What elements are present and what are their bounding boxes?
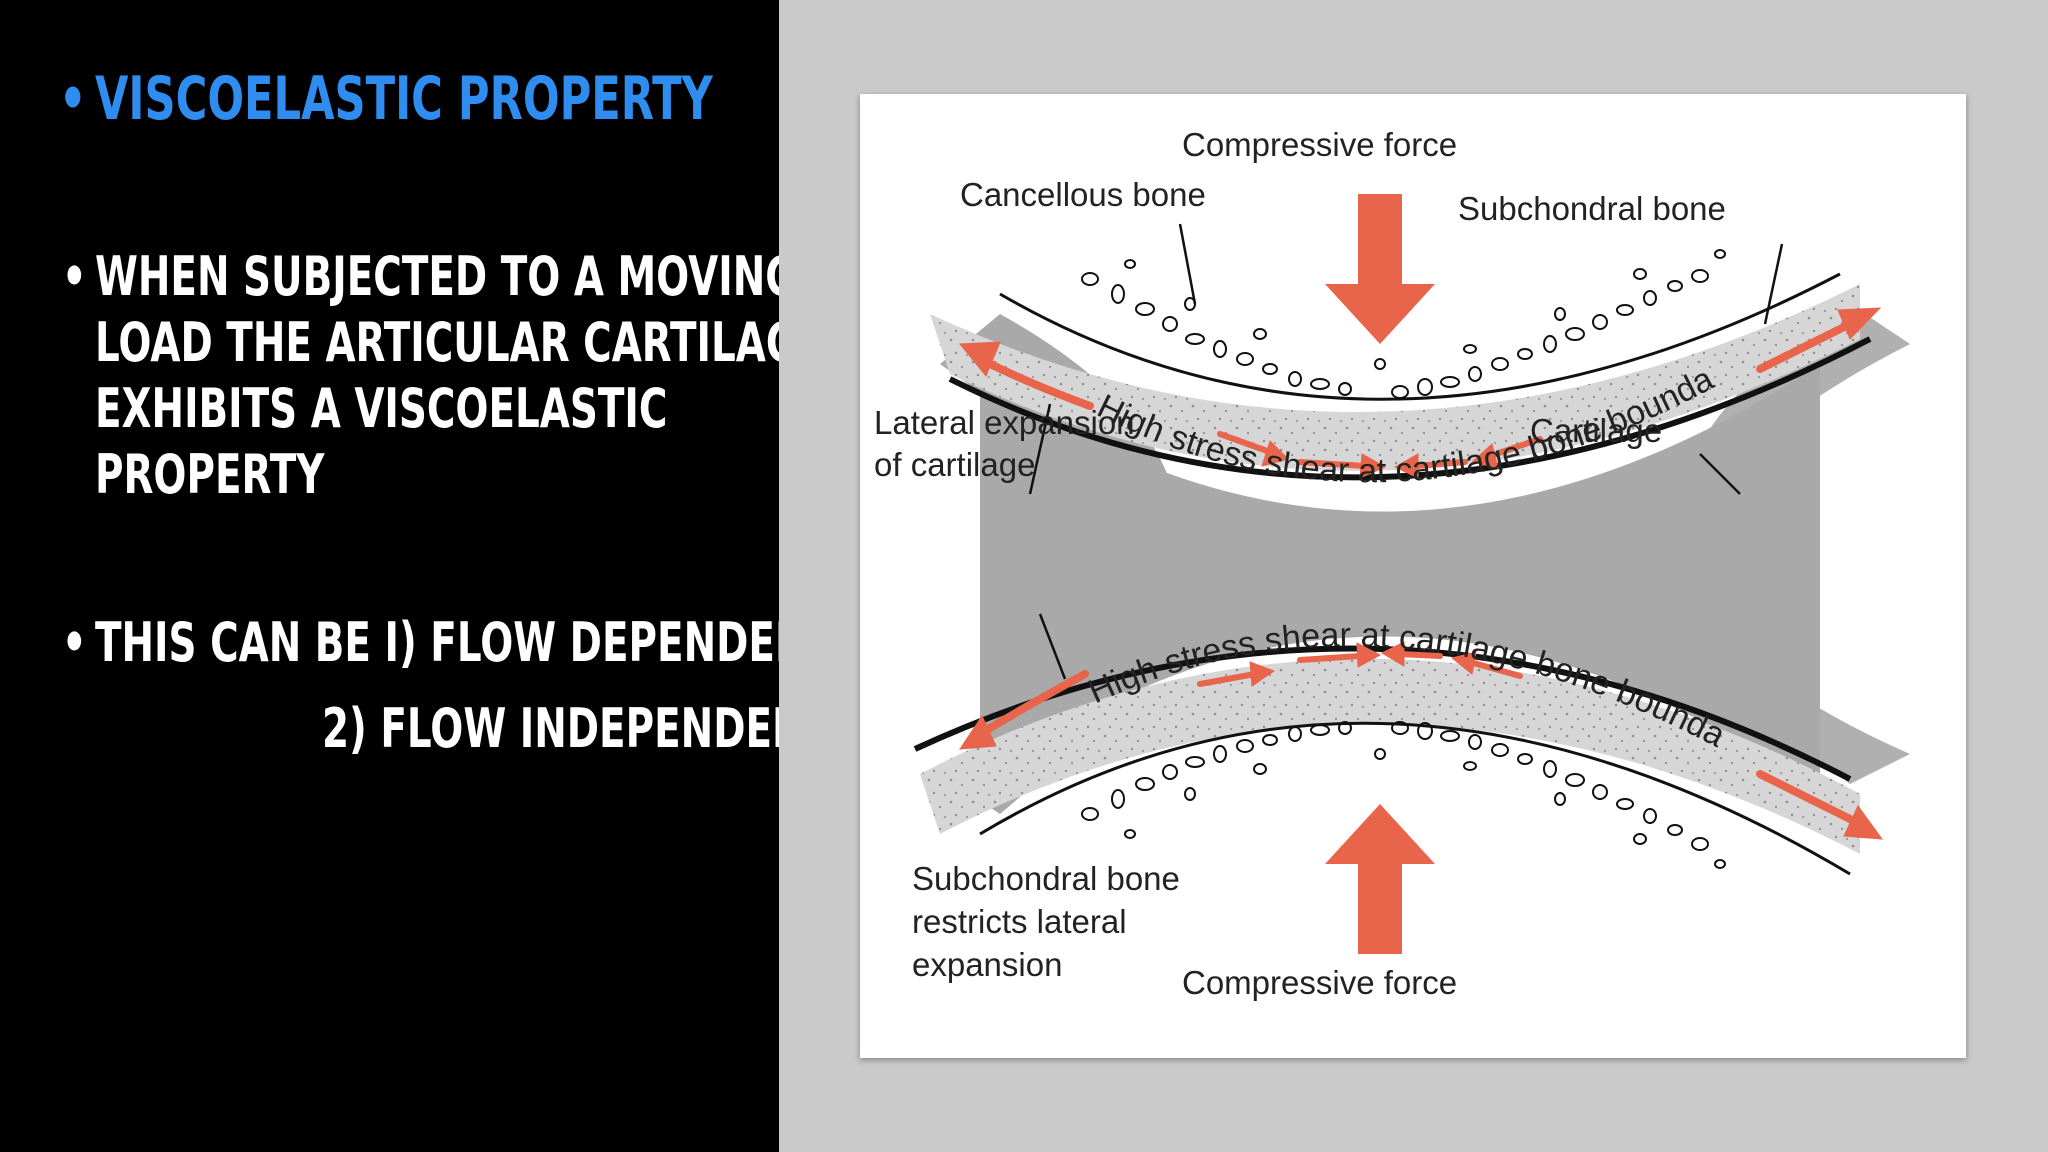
bullet-dot: • — [59, 64, 87, 134]
bullet-1-line-3: EXHIBITS A VISCOELASTIC — [95, 377, 668, 440]
top-articular-surface — [948, 336, 1872, 481]
top-shear-arrows — [958, 307, 1882, 479]
compressive-force-arrow-down — [1325, 194, 1435, 344]
slide-title-text: VISCOELASTIC PROPERTY — [95, 64, 713, 134]
label-compressive-force-top: Compressive force — [1182, 126, 1457, 163]
label-restricts-2: restricts lateral — [912, 903, 1127, 940]
compressive-force-arrow-up — [1325, 804, 1435, 954]
text-panel: • VISCOELASTIC PROPERTY • WHEN SUBJECTED… — [0, 0, 834, 1152]
cartilage-diagram: High stress shear at cartilage bone boun… — [852, 64, 1910, 1001]
label-restricts-3: expansion — [912, 946, 1062, 983]
bullet-1: • WHEN SUBJECTED TO A MOVING LOAD THE AR… — [62, 244, 825, 508]
top-cancellous-bone — [1081, 249, 1726, 399]
center-expansion-region — [980, 364, 1820, 794]
bullet-2-line-1: THIS CAN BE I) FLOW DEPENDENT — [95, 611, 835, 674]
label-subchondral-bone-top: Subchondral bone — [1458, 190, 1726, 227]
bullet-dot: • — [61, 611, 87, 674]
figure-card: High stress shear at cartilage bone boun… — [852, 64, 1966, 1058]
label-compressive-force-bottom: Compressive force — [1182, 964, 1457, 1001]
bullet-1-line-1: WHEN SUBJECTED TO A MOVING — [95, 245, 798, 308]
bottom-shear-arrows — [959, 641, 1884, 840]
bottom-subchondral-line — [979, 721, 1851, 876]
slide-title: • VISCOELASTIC PROPERTY — [59, 64, 713, 134]
bullet-2: • THIS CAN BE I) FLOW DEPENDENT — [62, 610, 835, 676]
bullet-1-line-2: LOAD THE ARTICULAR CARTILAGE — [95, 311, 825, 374]
label-restricts-1: Subchondral bone — [912, 860, 1180, 897]
bottom-cartilage-stipple — [920, 658, 1860, 854]
bullet-dot: • — [61, 245, 87, 308]
label-lateral-expansion-1: Lateral expansion — [874, 404, 1135, 441]
bullet-2-line-2: 2) FLOW INDEPENDENT — [322, 697, 832, 760]
bullet-1-line-4: PROPERTY — [95, 443, 325, 506]
leader-lines — [1028, 223, 1784, 680]
label-lateral-expansion-2: of cartilage — [874, 446, 1035, 483]
bottom-cancellous-bone — [1081, 721, 1726, 869]
top-cartilage-stipple — [930, 284, 1860, 471]
label-cancellous-bone: Cancellous bone — [960, 176, 1206, 213]
label-cartilage: Cartilage — [1530, 412, 1662, 449]
